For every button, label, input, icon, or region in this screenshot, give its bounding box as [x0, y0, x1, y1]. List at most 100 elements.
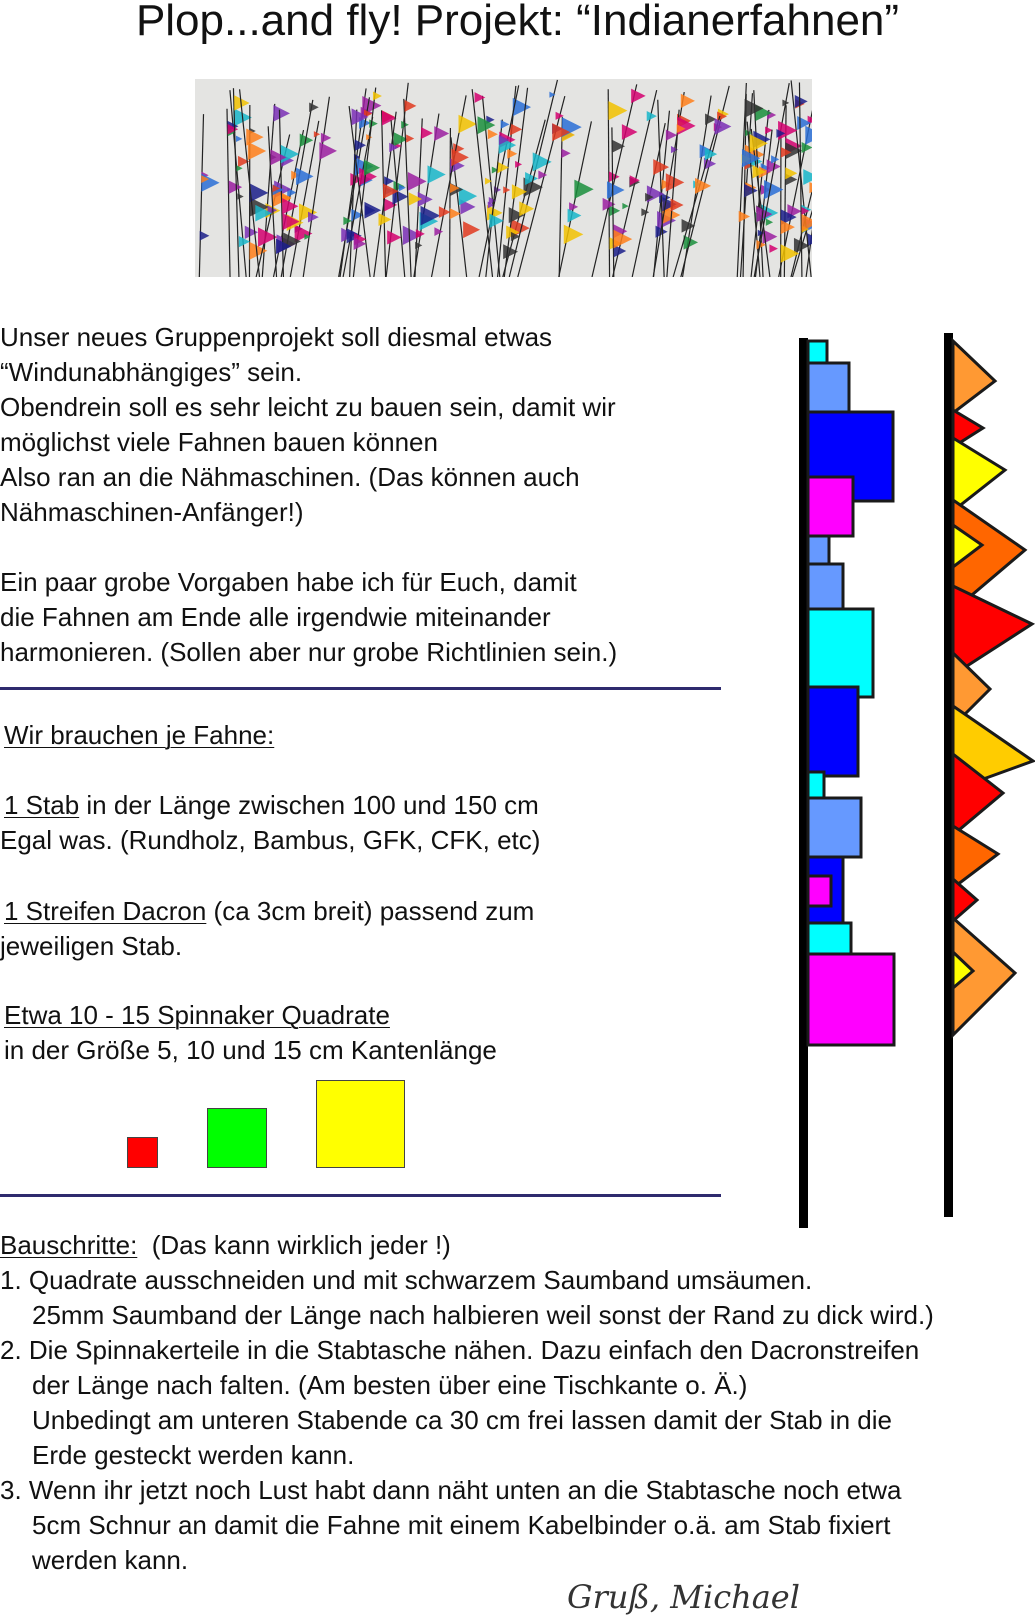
photo-pole — [302, 96, 331, 277]
photo-pennant — [270, 149, 287, 166]
steps-heading: Bauschritte: — [0, 1230, 138, 1260]
photo-pennant — [249, 241, 268, 260]
photo-pole — [267, 126, 278, 277]
photo-pole — [750, 128, 771, 277]
photo-pennant — [606, 181, 625, 199]
photo-pennant — [487, 129, 498, 140]
photo-pennant — [525, 171, 539, 185]
photo-pennant — [609, 205, 621, 217]
guidelines-line: Ein paar grobe Vorgaben habe ich für Euc… — [0, 567, 577, 597]
photo-pennant — [780, 219, 795, 235]
photo-pole — [198, 114, 205, 277]
photo-pennant — [794, 94, 808, 108]
photo-pennant — [354, 139, 367, 151]
photo-pennant — [372, 91, 382, 101]
photo-pennant — [552, 123, 571, 142]
photo-pennant — [563, 224, 584, 245]
photo-pennant — [237, 155, 250, 168]
step-line: 3. Wenn ihr jetzt noch Lust habt dann nä… — [0, 1475, 902, 1505]
photo-pennant — [569, 202, 579, 212]
photo-pennant — [237, 193, 244, 200]
photo-pennant — [359, 167, 377, 186]
photo-pole — [496, 85, 517, 277]
step-line: werden kann. — [32, 1545, 189, 1575]
photo-pole — [805, 228, 812, 277]
photo-pennant — [803, 169, 812, 185]
photo-pennant — [503, 186, 511, 194]
photo-pole — [448, 128, 452, 277]
photo-pole — [611, 127, 615, 277]
photo-pennant — [704, 147, 718, 161]
photo-pole — [349, 109, 358, 277]
photo-pennant — [282, 213, 300, 231]
step-line: 2. Die Spinnakerteile in die Stabtasche … — [0, 1335, 920, 1365]
photo-pennant — [567, 208, 582, 223]
flag-triangle — [951, 522, 985, 571]
squares-label: Etwa 10 - 15 Spinnaker Quadrate — [4, 1000, 390, 1030]
photo-pennant — [491, 166, 499, 174]
photo-pole — [791, 209, 812, 277]
flag-diagrams — [799, 333, 1035, 1228]
photo-pole — [413, 113, 440, 277]
photo-pennant — [320, 132, 332, 144]
photo-pennant — [227, 123, 239, 135]
photo-pennant — [427, 165, 446, 184]
flag-square — [806, 685, 860, 778]
photo-pennant — [477, 116, 496, 135]
photo-pennant — [417, 191, 433, 207]
photo-pennant — [741, 149, 761, 168]
photo-pennant — [238, 236, 250, 248]
photo-pole — [226, 108, 231, 277]
photo-pennant — [738, 210, 751, 223]
photo-pennant — [756, 206, 773, 223]
photo-pennant — [228, 180, 243, 194]
photo-pole — [348, 105, 371, 277]
photo-pennant — [500, 119, 510, 129]
dacron-note: jeweiligen Stab. — [0, 931, 183, 961]
flag-triangle — [951, 875, 980, 925]
photo-pennant — [392, 188, 409, 205]
photo-pennant — [273, 105, 290, 122]
photo-pole — [478, 85, 520, 277]
photo-pennant — [393, 132, 408, 147]
square-15cm — [316, 1080, 405, 1168]
photo-pennant — [608, 101, 628, 121]
step-line: 1. Quadrate ausschneiden und mit schwarz… — [0, 1265, 813, 1295]
photo-pennant — [511, 184, 528, 200]
photo-pennant — [549, 91, 556, 98]
guidelines-line: die Fahnen am Ende alle irgendwie mitein… — [0, 602, 551, 632]
photo-pennant — [384, 176, 395, 187]
photo-pennant — [506, 225, 520, 239]
photo-pennant — [782, 99, 790, 107]
photo-pennant — [272, 184, 281, 193]
photo-pennant — [785, 167, 798, 180]
step-line: Unbedingt am unteren Stabende ca 30 cm f… — [32, 1405, 892, 1435]
divider — [0, 687, 721, 690]
flag-pole-squares — [799, 338, 808, 1228]
photo-pennant — [201, 175, 210, 184]
photo-pennant — [561, 148, 571, 158]
photo-pole — [238, 89, 261, 277]
photo-pennant — [294, 224, 313, 243]
photo-pennant — [519, 201, 535, 217]
photo-pennant — [247, 141, 267, 161]
flag-triangle — [951, 435, 1008, 515]
photo-pennant — [460, 199, 476, 215]
photo-pennant — [785, 142, 803, 160]
photo-pole — [672, 115, 721, 277]
intro-line: “Windunabhängiges” sein. — [0, 357, 303, 387]
photo-pennant — [199, 230, 210, 241]
photo-pennant — [676, 124, 686, 134]
photo-pennant — [364, 201, 382, 219]
photo-pennant — [512, 97, 532, 117]
photo-pennant — [744, 98, 764, 118]
photo-pole — [261, 103, 276, 277]
photo-pennant — [655, 225, 668, 238]
flag-square — [806, 607, 875, 699]
photo-pennant — [752, 165, 766, 179]
photo-pennant — [421, 127, 433, 140]
photo-pennant — [308, 211, 319, 223]
photo-pennant — [407, 172, 427, 191]
photo-pennant — [670, 198, 684, 212]
guidelines-text: Ein paar grobe Vorgaben habe ich für Euc… — [0, 565, 617, 670]
